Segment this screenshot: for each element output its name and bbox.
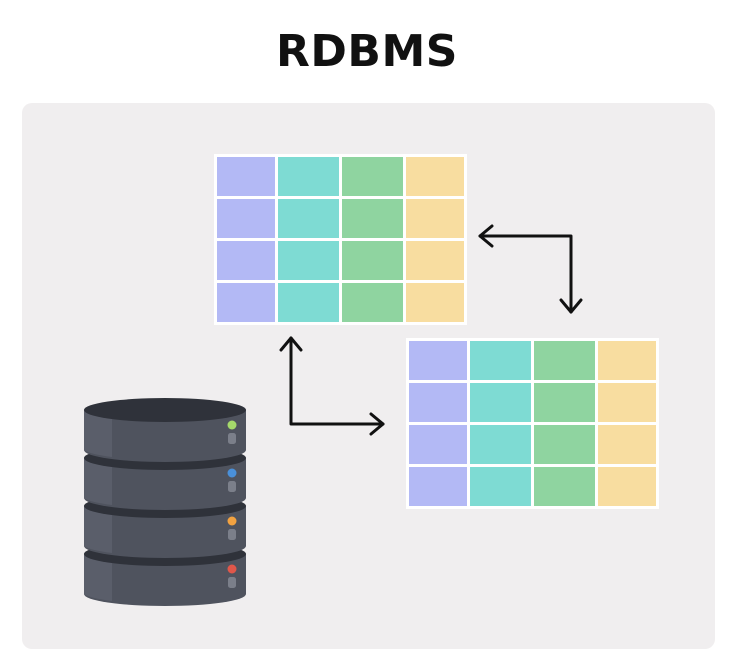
table-bottom-cell (409, 425, 467, 464)
database-led-icon (227, 564, 237, 574)
table-top-cell (278, 241, 339, 280)
table-bottom-cell (409, 341, 467, 380)
database-slot (228, 577, 236, 588)
table-bottom-cell (409, 383, 467, 422)
table-top-cell (217, 157, 275, 196)
table-top-cell (217, 283, 275, 322)
table-top-cell (278, 283, 339, 322)
database-layer-shade (84, 458, 112, 505)
table-top-cell (406, 199, 464, 238)
database-layer (84, 458, 246, 510)
page-title: RDBMS (276, 26, 458, 77)
arrow-top-right-icon (478, 224, 583, 314)
database-led-icon (227, 516, 237, 526)
table-top-cell (406, 283, 464, 322)
database-led-icon (227, 420, 237, 430)
database-layer-shade (84, 506, 112, 553)
table-top-cell (278, 199, 339, 238)
table-bottom-cell (470, 425, 531, 464)
table-top-cell (406, 241, 464, 280)
table-top-cell (342, 157, 403, 196)
table-top-cell (342, 199, 403, 238)
database-slot (228, 529, 236, 540)
database-layer (84, 410, 246, 462)
database-icon (84, 398, 246, 606)
table-bottom-cell (470, 341, 531, 380)
table-bottom-cell (598, 383, 656, 422)
database-layer (84, 554, 246, 606)
table-top-cell (406, 157, 464, 196)
table-bottom-cell (534, 341, 595, 380)
table-bottom-cell (598, 425, 656, 464)
arrow-bottom-left-icon (279, 336, 385, 436)
table-top-cell (217, 241, 275, 280)
table-top-cell (278, 157, 339, 196)
table-bottom-cell (470, 467, 531, 506)
database-led-icon (227, 468, 237, 478)
database-layer-top (84, 398, 246, 422)
table-top-cell (342, 283, 403, 322)
table-bottom-cell (598, 341, 656, 380)
table-bottom-cell (598, 467, 656, 506)
table-bottom-cell (534, 425, 595, 464)
database-layer-shade (84, 410, 112, 457)
table-bottom-cell (470, 383, 531, 422)
table-bottom-icon (406, 338, 659, 509)
table-bottom-cell (409, 467, 467, 506)
database-slot (228, 433, 236, 444)
database-layer (84, 506, 246, 558)
database-slot (228, 481, 236, 492)
database-layer-shade (84, 554, 112, 601)
table-top-icon (214, 154, 467, 325)
table-top-cell (217, 199, 275, 238)
table-bottom-cell (534, 467, 595, 506)
table-bottom-cell (534, 383, 595, 422)
table-top-cell (342, 241, 403, 280)
